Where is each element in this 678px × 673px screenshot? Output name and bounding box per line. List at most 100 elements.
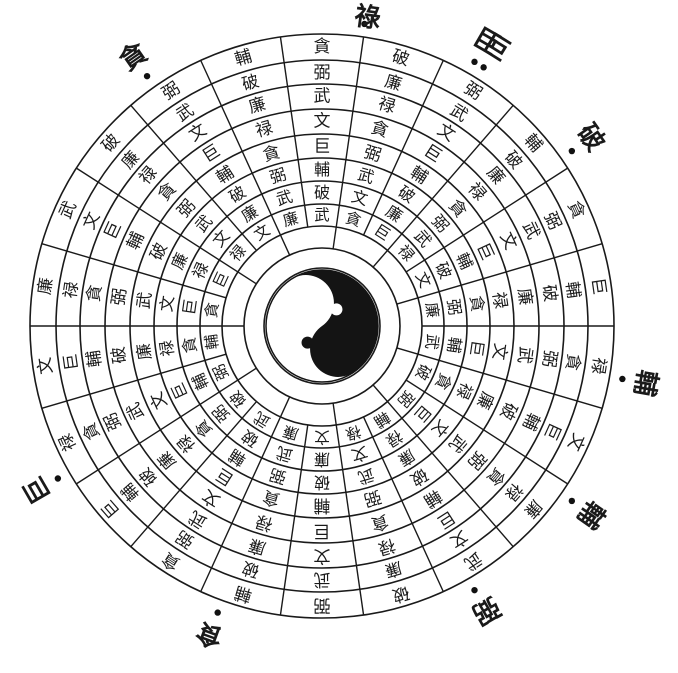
ring-5-cell-21: 文: [314, 112, 331, 132]
ring-5-cell-15: 破: [108, 345, 130, 365]
ring-4-cell-18: 弼: [173, 195, 199, 221]
ring-1-cell-4: 廉: [422, 301, 442, 319]
ring-7-cell-13: 輔: [117, 479, 143, 505]
ring-8-cell-17: 武: [56, 198, 81, 222]
ring-8-cell-10: 弼: [314, 595, 331, 615]
ring-3-cell-20: 弼: [268, 164, 289, 187]
outer-dot-4: [569, 148, 575, 154]
ring-8-cell-5: 禄: [587, 356, 609, 376]
outer-label-2: 祿: [352, 0, 383, 34]
ring-4-cell-2: 貪: [445, 195, 471, 221]
ring-2-cell-21: 破: [314, 183, 330, 202]
outer-label-7: 弼: [467, 591, 505, 630]
ring-4-cell-21: 巨: [314, 136, 331, 156]
ring-7-cell-0: 廉: [383, 70, 405, 94]
ring-2-cell-11: 武: [274, 443, 295, 466]
ring-1-cell-20: 廉: [281, 209, 301, 231]
outer-dot-3: [471, 59, 477, 65]
ring-1-cell-15: 輔: [202, 333, 222, 351]
ring-5-cell-17: 輔: [123, 229, 148, 253]
ring-6-cell-15: 輔: [84, 349, 106, 369]
ring-3-cell-5: 巨: [466, 339, 487, 358]
ring-7-cell-18: 廉: [117, 147, 143, 173]
ring-6-cell-14: 弼: [101, 409, 126, 433]
ring-2-cell-4: 弼: [444, 298, 465, 317]
ring-5-cell-6: 破: [495, 399, 520, 423]
ring-6-cell-17: 巨: [101, 219, 126, 243]
ring-4-cell-15: 廉: [133, 342, 155, 362]
ring-4-cell-20: 貪: [260, 141, 282, 165]
ring-2-cell-9: 文: [349, 443, 370, 466]
ring-2-cell-0: 文: [349, 187, 370, 210]
ring-4-cell-10: 輔: [313, 496, 330, 516]
ring-7-cell-4: 輔: [562, 280, 584, 300]
ring-5-cell-3: 文: [495, 229, 520, 253]
ring-7-cell-7: 禄: [501, 479, 527, 505]
ring-3-cell-21: 輔: [314, 160, 330, 179]
ring-6-cell-4: 破: [538, 284, 560, 304]
ring-6-cell-11: 廉: [246, 534, 268, 558]
ring-8-cell-14: 禄: [56, 430, 81, 454]
ring-8-cell-11: 輔: [232, 582, 254, 606]
ring-8-cell-20: 輔: [232, 46, 254, 70]
ring-6-cell-16: 貪: [83, 283, 106, 303]
outer-label-5: 輔: [628, 368, 663, 399]
outer-label-9: 巨: [18, 471, 57, 509]
ring-7-cell-11: 破: [239, 558, 261, 582]
ring-5-cell-14: 武: [123, 399, 148, 423]
ring-6-cell-5: 弼: [538, 349, 560, 369]
ring-8-cell-4: 巨: [587, 276, 609, 296]
ring-7-cell-16: 禄: [59, 280, 81, 300]
ring-1-cell-21: 武: [314, 206, 329, 224]
ring-5-cell-5: 武: [513, 345, 535, 365]
ring-1-cell-9: 祿: [343, 422, 363, 444]
ring-3-cell-10: 破: [314, 473, 330, 492]
ring-2-cell-20: 武: [274, 187, 295, 210]
ring-4-cell-7: 武: [445, 431, 471, 457]
ring-6-cell-6: 輔: [518, 409, 543, 433]
ring-5-cell-9: 貪: [369, 510, 391, 535]
ring-4-cell-9: 弼: [362, 487, 384, 511]
ring-6-cell-21: 武: [314, 87, 331, 107]
ring-6-cell-10: 文: [314, 546, 331, 566]
ring-6-cell-9: 禄: [376, 534, 398, 558]
ring-8-cell-15: 文: [35, 356, 57, 376]
ring-8-cell-6: 文: [563, 430, 588, 454]
taiji-dot-dark: [302, 337, 314, 349]
ring-3-cell-16: 文: [157, 294, 178, 313]
ring-5-cell-4: 廉: [513, 287, 535, 307]
ring-2-cell-15: 貪: [179, 336, 200, 355]
ring-4-cell-4: 禄: [489, 291, 511, 311]
ring-2-cell-5: 輔: [444, 336, 465, 355]
ring-7-cell-2: 破: [501, 147, 527, 173]
outer-dot-5: [619, 376, 625, 382]
ring-5-cell-16: 弼: [108, 287, 130, 307]
outer-dot-1: [144, 73, 150, 79]
outer-label-8: 食: [191, 615, 227, 653]
outer-dot-9: [55, 475, 61, 481]
ring-1-cell-11: 廉: [281, 422, 301, 444]
ring-1-cell-10: 文: [314, 428, 329, 446]
ring-5-cell-10: 巨: [314, 521, 331, 541]
outer-label-1: 貪: [114, 36, 154, 77]
ring-8-cell-21: 貪: [314, 36, 331, 57]
ring-3-cell-4: 貪: [466, 294, 487, 313]
outer-dot-0: [480, 64, 486, 70]
ring-6-cell-20: 廉: [246, 94, 268, 118]
ring-5-cell-11: 禄: [253, 510, 275, 534]
ring-3-cell-0: 武: [356, 164, 377, 187]
ring-8-cell-9: 破: [390, 582, 412, 606]
ring-4-cell-13: 禄: [173, 431, 199, 457]
ring-7-cell-20: 破: [240, 70, 262, 94]
ring-7-cell-15: 巨: [59, 352, 81, 371]
outer-dot-7: [471, 587, 477, 593]
ring-8-cell-16: 廉: [35, 276, 57, 296]
ring-4-cell-0: 弼: [362, 141, 384, 165]
ring-4-cell-5: 文: [489, 342, 511, 362]
ring-4-cell-11: 貪: [260, 487, 282, 511]
ring-5-cell-20: 禄: [253, 118, 275, 142]
taiji-dot-light: [330, 303, 342, 315]
ring-2-cell-16: 巨: [179, 298, 200, 317]
outer-dot-8: [214, 609, 220, 615]
